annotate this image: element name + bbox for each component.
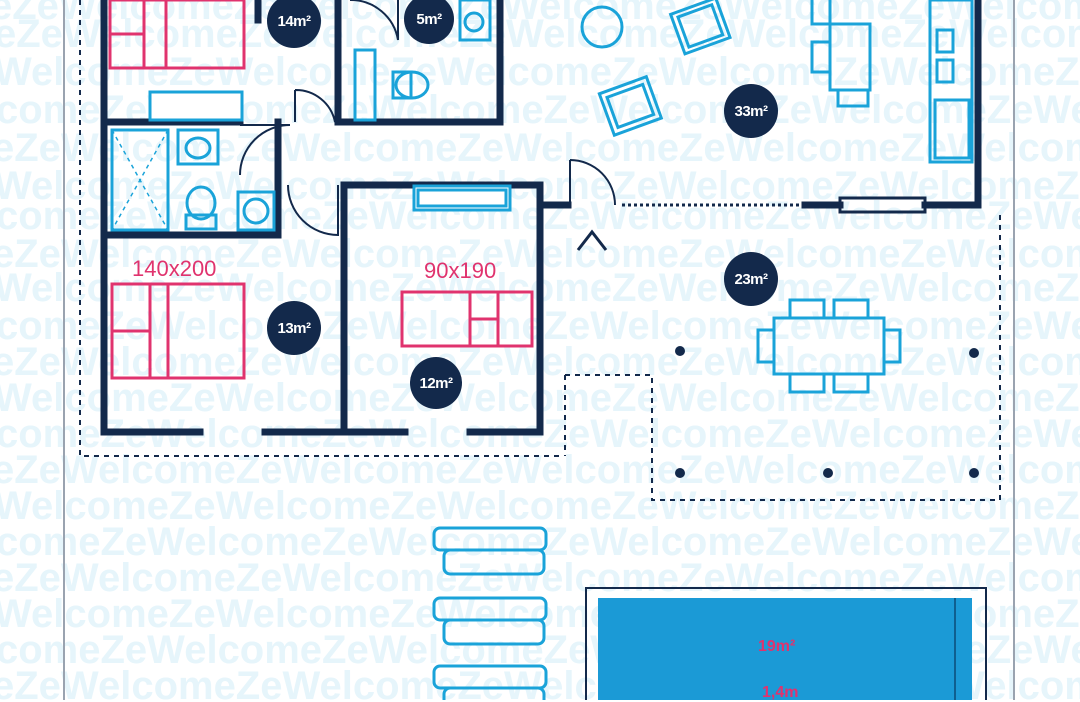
terrace-outlines [79,0,1001,501]
kitchen-counter [810,0,974,164]
pool [585,587,987,700]
area-badge: 33m² [724,84,778,138]
dining-table [756,298,902,394]
terrace-posts [675,346,979,478]
area-badge: 23m² [724,252,778,306]
pool-depth-label: 1,4m [762,684,799,701]
plot-boundary [63,0,1015,700]
bed-size-label: 90x190 [424,258,497,283]
bathroom-left-fixtures [110,128,276,232]
bed-size-label: 140x200 [132,256,217,281]
wall-details [148,90,927,214]
door-swings [239,0,616,237]
bathroom-top-fixtures [353,0,492,122]
area-badge: 14m² [267,0,321,48]
walls [100,0,982,436]
cabinets [412,184,512,212]
living-furniture [580,0,732,138]
area-badge: 13m² [267,301,321,355]
entry-arrow-icon [576,229,608,251]
pool-area-label: 19m² [758,638,796,655]
sun-loungers [432,526,548,700]
beds [108,0,534,380]
area-badge: 12m² [410,357,462,409]
area-badge: 5m² [404,0,454,44]
